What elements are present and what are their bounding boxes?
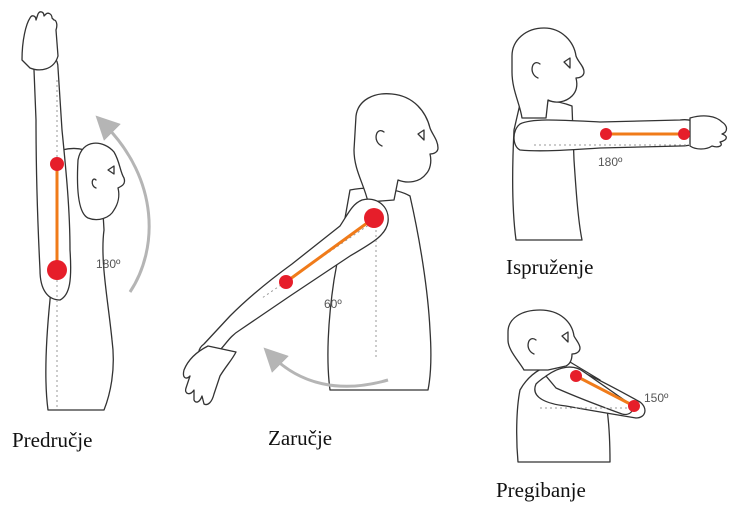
elbow-joint — [600, 128, 612, 140]
head-outline — [512, 28, 584, 118]
head-outline — [77, 143, 124, 219]
angle-label: 150º — [644, 391, 669, 405]
wrist-joint — [678, 128, 690, 140]
figure-predrucje: 180º — [22, 12, 149, 410]
caption-ispruzenje: Ispruženje — [506, 255, 593, 280]
figure-ispruzenje: 180º — [512, 28, 727, 240]
angle-label: 60º — [324, 297, 342, 311]
figure-pregibanje: 150º — [508, 310, 669, 462]
extended-hand-outline — [690, 116, 727, 149]
wrist-joint — [570, 370, 582, 382]
figure-zarucje: 60º — [183, 94, 438, 405]
head-outline — [354, 94, 438, 202]
caption-pregibanje: Pregibanje — [496, 478, 586, 503]
caption-predrucje: Predručje — [12, 428, 92, 453]
extended-hand-outline — [183, 346, 236, 405]
elbow-joint — [279, 275, 293, 289]
elbow-joint — [628, 400, 640, 412]
angle-label: 180º — [598, 155, 623, 169]
angle-label: 180º — [96, 257, 121, 271]
head-outline — [508, 310, 580, 370]
raised-hand-outline — [22, 12, 58, 70]
caption-zarucje: Zaručje — [268, 426, 332, 451]
elbow-joint — [50, 157, 64, 171]
shoulder-joint — [47, 260, 67, 280]
shoulder-joint — [364, 208, 384, 228]
